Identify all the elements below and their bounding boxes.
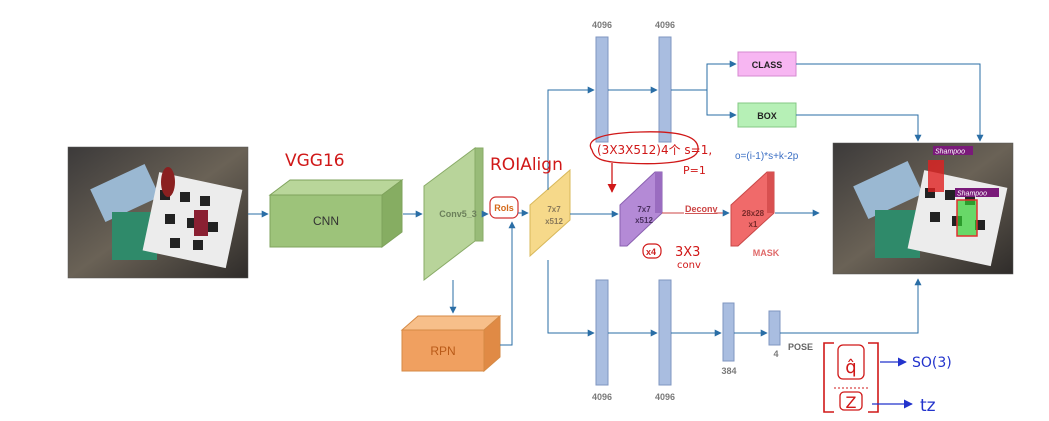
fc-bottom-1: 4096 — [592, 279, 612, 402]
connector-arrows — [248, 60, 984, 346]
rois-label: RoIs — [494, 203, 514, 213]
mask-label: MASK — [753, 248, 780, 258]
mask-feature-label-1: 28x28 — [742, 209, 765, 218]
conv-feature-label-2: x512 — [635, 216, 653, 225]
tz-note: tz — [920, 396, 936, 416]
fc-top-1: 4096 — [592, 20, 612, 143]
conv5-block: Conv5_3 — [423, 147, 484, 282]
fc-bottom-1-label: 4096 — [592, 392, 612, 402]
detected-object-green — [957, 200, 977, 236]
shampoo-label-1: Shampoo — [935, 149, 965, 156]
input-image — [67, 146, 249, 279]
handwritten-annotations: VGG16 ROIAlign (3X3X512)4个 s=1, P=1 x4 3… — [285, 131, 952, 416]
fc-384: 384 — [721, 302, 737, 376]
conv-note-p: P=1 — [683, 164, 706, 177]
rpn-label: RPN — [430, 344, 455, 358]
roialign-note: ROIAlign — [490, 155, 563, 175]
roi-feature-label-2: x512 — [545, 217, 563, 226]
rois-box: RoIs — [489, 196, 519, 219]
shampoo-label-2: Shampoo — [957, 191, 987, 198]
detected-object-red — [928, 160, 944, 192]
fc-bottom-2-label: 4096 — [655, 392, 675, 402]
conv5-label: Conv5_3 — [439, 209, 477, 219]
cnn-block: CNN — [268, 179, 404, 248]
box-label: BOX — [757, 111, 777, 121]
conv-note: (3X3X512)4个 s=1, — [597, 143, 712, 157]
quaternion-symbol: q̂ — [845, 357, 856, 378]
deconv-label: Deconv — [685, 204, 718, 214]
conv-word-note: conv — [677, 260, 701, 271]
rpn-block: RPN — [400, 314, 502, 373]
fc-top-2: 4096 — [655, 20, 675, 143]
conv-feature-label-1: 7x7 — [637, 205, 651, 214]
mask-block: 28x28 x1 MASK — [730, 171, 780, 258]
roi-feature-block: 7x7 x512 — [529, 168, 571, 258]
conv-feature-block: 7x7 x512 — [619, 171, 663, 247]
box-box: BOX — [737, 102, 797, 128]
fc-4: 4 — [768, 310, 781, 359]
roi-feature-label-1: 7x7 — [547, 205, 561, 214]
pose-label: POSE — [788, 342, 813, 352]
x4-label: x4 — [646, 247, 656, 257]
fc-top-1-label: 4096 — [592, 20, 612, 30]
class-box: CLASS — [737, 51, 797, 77]
formula-text: o=(i-1)*s+k-2p — [735, 151, 799, 162]
z-symbol: Z — [846, 393, 857, 412]
fc-4-label: 4 — [773, 349, 778, 359]
mask-feature-label-2: x1 — [749, 220, 758, 229]
output-image: Shampoo Shampoo — [832, 142, 1014, 275]
fc-top-2-label: 4096 — [655, 20, 675, 30]
vgg-note: VGG16 — [285, 151, 345, 171]
so3-note: SO(3) — [912, 355, 952, 371]
class-label: CLASS — [752, 60, 783, 70]
cnn-label: CNN — [313, 214, 339, 228]
three-by-three-note: 3X3 — [675, 245, 700, 260]
fc-384-label: 384 — [721, 366, 736, 376]
fc-bottom-2: 4096 — [655, 279, 675, 402]
